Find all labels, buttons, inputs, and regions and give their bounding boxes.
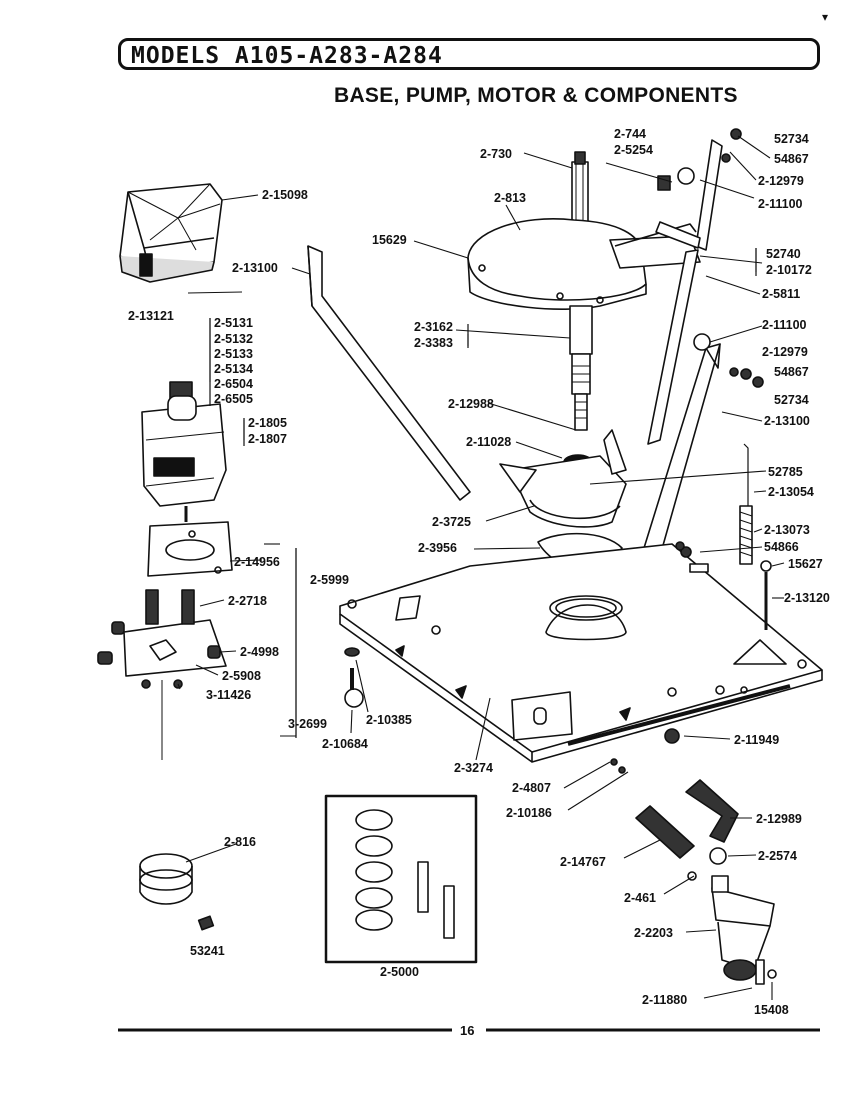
part-label: 2-13100 [232,261,278,275]
grommet-bolt-illustration [344,647,364,708]
part-label: 15408 [754,1003,789,1017]
part-label: 2-5132 [214,332,253,346]
part-label: 53241 [190,944,225,958]
pulley-illustration [139,853,215,931]
part-label: 2-12989 [756,812,802,826]
part-label: 2-6505 [214,392,253,406]
part-label: 2-13100 [764,414,810,428]
part-label: 52734 [774,393,809,407]
part-label: 2-14956 [234,555,280,569]
part-label: 54867 [774,365,809,379]
part-label: 2-11100 [758,197,803,211]
part-label: 2-10385 [366,713,412,727]
part-label: 2-6504 [214,377,253,391]
base-plate-illustration [339,543,823,763]
bracket-right-illustration [643,139,723,557]
part-label: 2-10684 [322,737,368,751]
page-number: 16 [460,1023,474,1038]
part-label: 52740 [766,247,801,261]
motor-mount-illustration [97,521,233,760]
part-label: 54867 [774,152,809,166]
corner-mark: ▾ [822,10,829,24]
page-footer: 16 [118,1023,820,1038]
part-label: 2-13073 [764,523,810,537]
motor-cover-illustration [119,183,223,283]
part-label: 2-4998 [240,645,279,659]
agitator-pulley-illustration [499,429,627,528]
part-label: 2-5811 [762,287,800,301]
parts-kit-box [324,794,478,964]
part-label: 2-3383 [414,336,453,350]
part-label: 2-10172 [766,263,812,277]
part-label: 2-744 [614,127,646,141]
part-labels: 2-730 2-744 2-5254 52734 54867 2-12979 2… [128,127,830,1017]
part-label: 3-11426 [206,688,251,702]
part-label: 2-3725 [432,515,471,529]
pump-hoses-illustration [635,779,777,985]
part-label: 2-12979 [758,174,804,188]
part-label: 2-11949 [734,733,779,747]
clip-illustration [664,728,680,744]
part-label: 2-3956 [418,541,457,555]
gearcase-illustration [467,151,701,431]
part-label: 2-5908 [222,669,261,683]
part-label: 2-11880 [642,993,687,1007]
part-label: 2-2718 [228,594,267,608]
part-label: 52785 [768,465,803,479]
part-label: 2-13120 [784,591,830,605]
part-label: 2-11028 [466,435,511,449]
part-label: 2-5999 [310,573,349,587]
part-label: 2-15098 [262,188,308,202]
part-label: 2-3162 [414,320,453,334]
part-label: 2-3274 [454,761,493,775]
part-label: 2-813 [494,191,526,205]
part-label: 2-5134 [214,362,253,376]
part-label: 2-730 [480,147,512,161]
part-label: 15627 [788,557,823,571]
part-label: 2-5133 [214,347,253,361]
part-label: 2-816 [224,835,256,849]
part-label: 2-2574 [758,849,797,863]
part-label: 2-10186 [506,806,552,820]
part-label: 2-1805 [248,416,287,430]
part-label: 15629 [372,233,407,247]
label-brackets [209,248,757,738]
part-label: 2-5131 [214,316,253,330]
part-label: 2-461 [624,891,656,905]
part-label: 2-1807 [248,432,287,446]
part-label: 2-13121 [128,309,174,323]
motor-illustration [141,381,227,522]
part-label: 2-2203 [634,926,673,940]
part-label: 2-12979 [762,345,808,359]
part-label: 2-5254 [614,143,653,157]
bracket-left-illustration [307,245,471,501]
models-title: MODELS A105-A283-A284 [131,43,443,69]
part-label: 2-5000 [380,965,419,979]
part-label: 2-13054 [768,485,814,499]
part-label: 2-14767 [560,855,606,869]
part-label: 2-4807 [512,781,551,795]
leader-lines [177,135,785,1000]
section-title: BASE, PUMP, MOTOR & COMPONENTS [334,84,738,107]
part-label: 52734 [774,132,809,146]
part-label: 3-2699 [288,717,327,731]
part-label: 2-11100 [762,318,807,332]
part-label: 2-12988 [448,397,494,411]
models-title-box: MODELS A105-A283-A284 [118,38,820,70]
spring-rod-right-illustration [657,128,772,630]
part-label: 54866 [764,540,799,554]
